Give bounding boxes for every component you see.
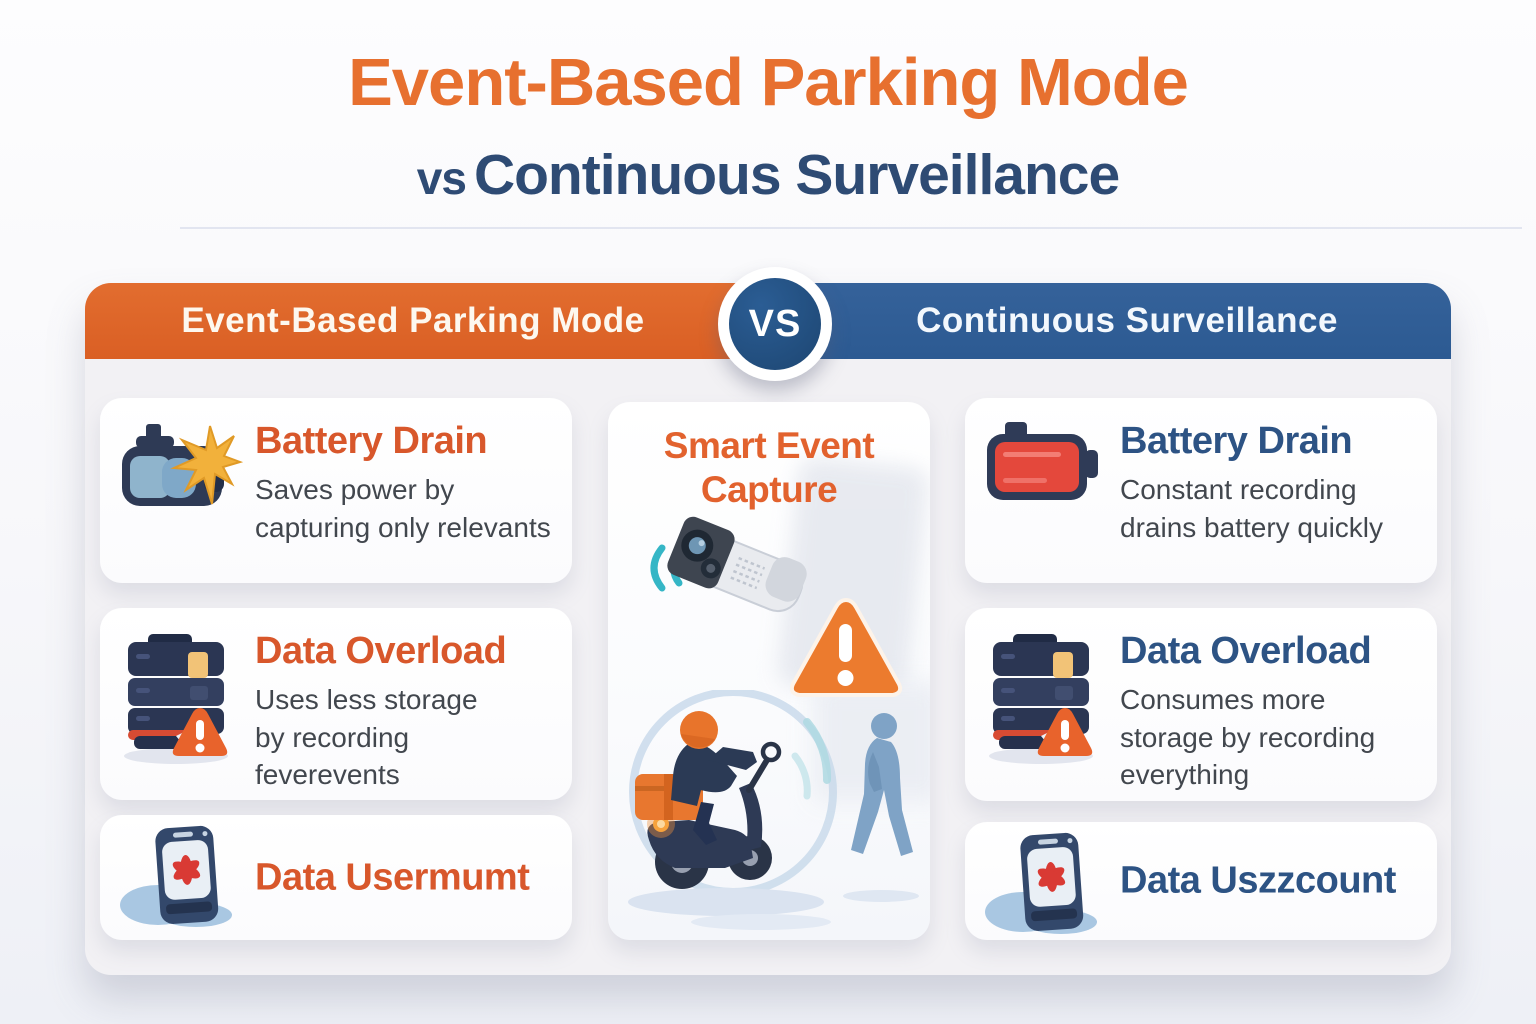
card-continuous-data-overload: Data Overload Consumes more storage by r… <box>965 608 1437 801</box>
card-body: Consumes more storage by recording every… <box>1120 684 1376 791</box>
main-title: Event-Based Parking Mode <box>348 45 1189 120</box>
subtitle-vs: vs <box>416 152 467 204</box>
card-body: Uses less storage by recording fevereven… <box>255 684 478 791</box>
header-event-based: Event-Based Parking Mode <box>85 283 741 359</box>
vs-badge: VS <box>718 267 832 381</box>
security-camera-icon <box>636 514 816 634</box>
scooter-rider-shape <box>635 711 782 889</box>
header-right-label: Continuous Surveillance <box>916 301 1338 340</box>
card-event-battery-drain: Battery Drain Saves power by capturing o… <box>100 398 572 583</box>
header-continuous: Continuous Surveillance <box>803 283 1451 359</box>
middle-title: Smart Event Capture <box>663 425 875 510</box>
card-title: Data Uszzcount <box>1120 859 1396 902</box>
card-title: Data Overload <box>1120 630 1372 672</box>
phone-alert-icon <box>981 830 1113 970</box>
subtitle-text: Continuous Surveillance <box>473 143 1120 207</box>
card-title: Data Overload <box>255 630 507 672</box>
title-divider <box>180 227 1522 229</box>
dashcam-flash-icon <box>116 418 248 558</box>
card-body: Saves power by capturing only relevants <box>255 474 551 543</box>
phone-alert-icon <box>116 823 248 963</box>
card-event-data-overload: Data Overload Uses less storage by recor… <box>100 608 572 800</box>
comparison-panel: Event-Based Parking Mode Continuous Surv… <box>85 267 1451 975</box>
card-smart-event-capture: Smart Event Capture <box>608 402 930 940</box>
battery-icon <box>981 418 1113 558</box>
scooter-pedestrian-illustration <box>611 688 925 940</box>
pedestrian-shape <box>851 713 913 856</box>
server-warning-icon <box>981 628 1113 768</box>
card-event-data-usage: Data Usermumt <box>100 815 572 940</box>
header-left-label: Event-Based Parking Mode <box>181 301 645 340</box>
server-warning-icon <box>116 628 248 768</box>
card-continuous-battery-drain: Battery Drain Constant recording drains … <box>965 398 1437 583</box>
card-body: Constant recording drains battery quickl… <box>1120 474 1384 543</box>
warning-triangle-icon <box>786 594 906 714</box>
card-continuous-data-usage: Data Uszzcount <box>965 822 1437 940</box>
card-title: Data Usermumt <box>255 856 530 898</box>
vs-circle: VS <box>729 278 821 370</box>
card-title: Battery Drain <box>1120 420 1353 462</box>
card-title: Battery Drain <box>255 420 488 462</box>
vs-label: VS <box>748 302 802 345</box>
